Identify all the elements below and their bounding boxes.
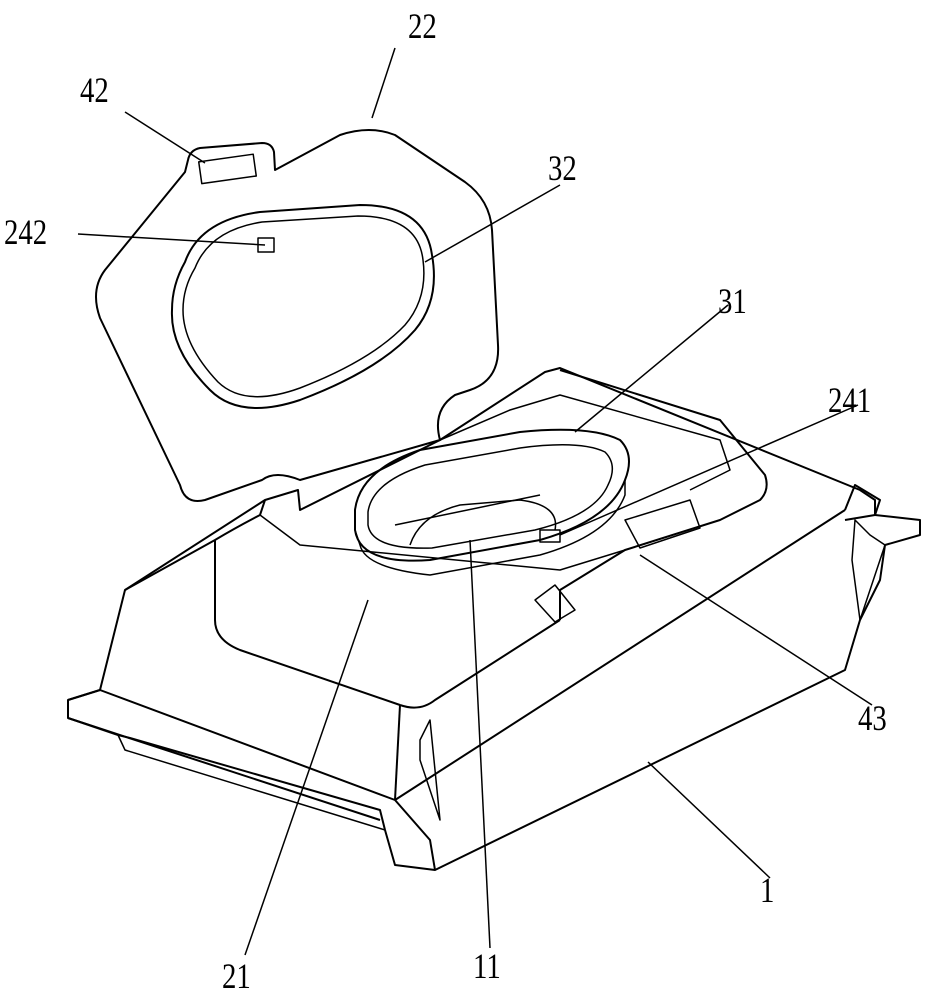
leader-32 (424, 184, 561, 263)
leader-242 (77, 233, 266, 246)
leader-31 (574, 304, 729, 433)
label-42: 42 (80, 70, 109, 110)
base-box (67, 367, 921, 871)
leader-1 (647, 761, 771, 879)
leader-241 (559, 404, 859, 536)
label-31: 31 (718, 281, 747, 321)
label-242: 242 (4, 212, 48, 252)
leader-42 (124, 111, 206, 164)
leader-43 (639, 554, 873, 706)
label-1: 1 (760, 870, 775, 910)
dispensing-opening (354, 428, 630, 576)
leader-lines (77, 47, 873, 956)
label-32: 32 (548, 148, 577, 188)
label-21: 21 (222, 956, 251, 996)
label-43: 43 (858, 698, 887, 738)
label-22: 22 (408, 6, 437, 46)
leader-21 (244, 599, 369, 956)
label-11: 11 (473, 946, 501, 986)
leader-22 (371, 47, 396, 119)
label-241: 241 (828, 380, 872, 420)
leader-11 (469, 539, 491, 949)
lid (95, 129, 500, 502)
